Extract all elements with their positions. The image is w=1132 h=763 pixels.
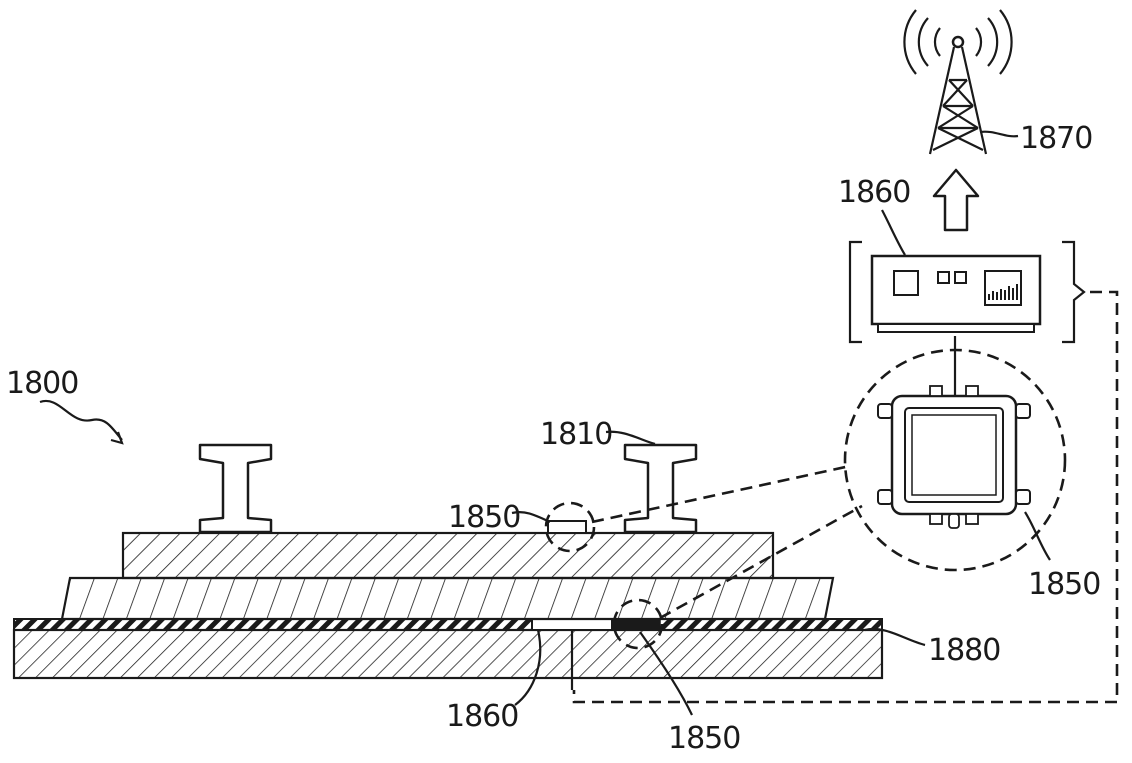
embedded-sensor-1850: [611, 618, 661, 631]
label-1860-gateway: 1860: [838, 175, 910, 210]
uplink-arrow-icon: [932, 168, 980, 232]
label-1850-zoom: 1850: [1028, 567, 1100, 602]
label-1880: 1880: [928, 633, 1000, 668]
ground-base: [12, 628, 884, 680]
rail-left: [198, 443, 273, 534]
embedded-gateway-1860: [531, 618, 613, 631]
label-1810: 1810: [540, 417, 612, 452]
rail-right: [623, 443, 698, 534]
label-1860-embedded: 1860: [446, 699, 518, 734]
gateway-embedded-link: [572, 290, 1119, 704]
sensor-module-icon: [877, 385, 1031, 529]
ballast-layer: [60, 576, 835, 621]
label-1850-strip: 1850: [668, 721, 740, 756]
leader-lines: [39, 130, 1051, 716]
label-1870: 1870: [1020, 121, 1092, 156]
zoom-leaders: [591, 464, 863, 620]
label-1850-tie: 1850: [448, 500, 520, 535]
sleeper-tie: [121, 531, 775, 580]
label-1800: 1800: [6, 366, 78, 401]
gateway-device-icon: [848, 240, 1086, 344]
cell-tower-icon: [903, 9, 1013, 155]
sensor-on-tie: [544, 501, 596, 553]
sensor-strip-callout: [612, 598, 664, 650]
